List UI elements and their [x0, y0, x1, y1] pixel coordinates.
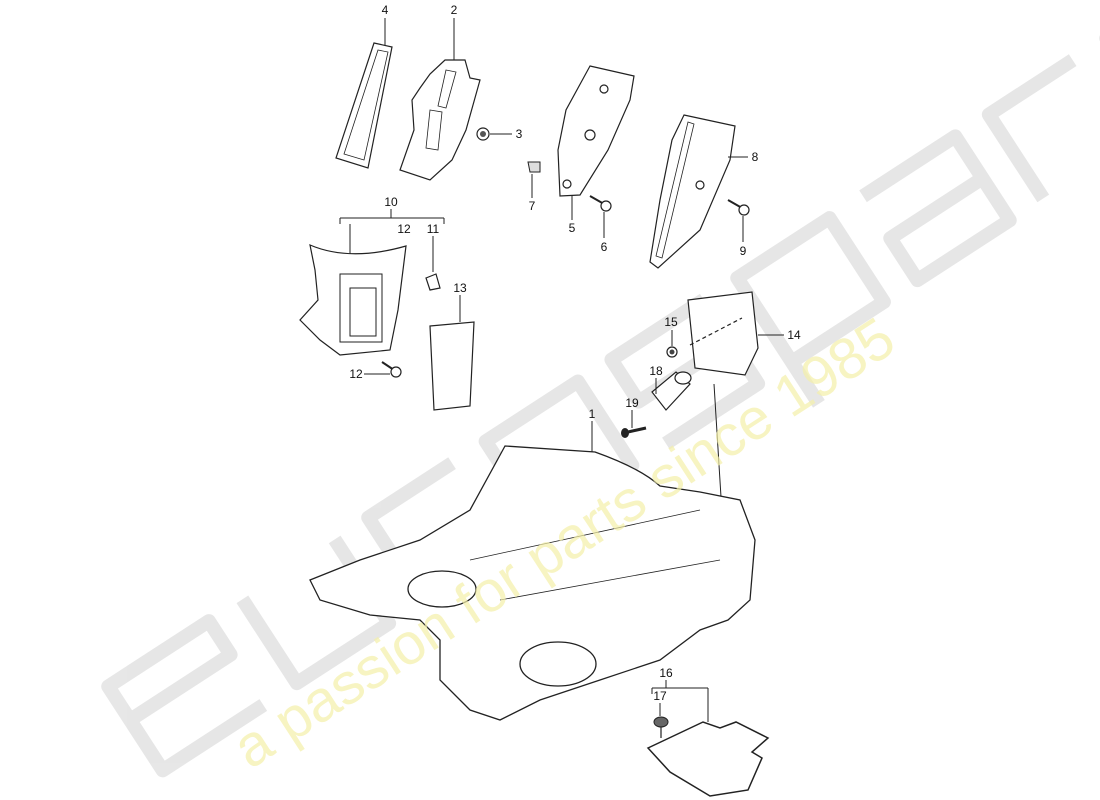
part-1-floor-carpet[interactable]	[309, 445, 756, 721]
callout-19: 19	[625, 396, 639, 410]
watermark-tagline: a passion for parts since 1985	[222, 305, 906, 781]
callout-9: 9	[739, 244, 747, 258]
part-17-fastener[interactable]	[653, 716, 669, 738]
group-16-bracket	[651, 680, 709, 722]
callout-3: 3	[515, 127, 523, 141]
part-18-bushing[interactable]	[651, 371, 692, 411]
part-7-clip[interactable]	[527, 161, 541, 173]
part-5-pillar-bracket[interactable]	[557, 65, 635, 197]
callout-12a: 12	[397, 222, 411, 236]
part-12-lower-trim-panel[interactable]	[299, 244, 407, 356]
callout-12b: 12	[349, 367, 363, 381]
part-12-screw[interactable]	[381, 361, 402, 378]
callout-14: 14	[787, 328, 801, 342]
group-10-bracket	[339, 209, 445, 256]
callout-15: 15	[664, 315, 678, 329]
callout-13: 13	[453, 281, 467, 295]
callout-7: 7	[528, 199, 536, 213]
part-15-nut[interactable]	[666, 346, 678, 358]
svg-text:a passion for parts since 1985: a passion for parts since 1985	[222, 305, 906, 781]
part-3-nut[interactable]	[476, 127, 490, 141]
callout-5: 5	[568, 221, 576, 235]
part-9-screw[interactable]	[727, 199, 750, 216]
callout-8: 8	[751, 150, 759, 164]
callout-17: 17	[653, 689, 667, 703]
part-16-floor-mat[interactable]	[646, 721, 770, 797]
callout-18: 18	[649, 364, 663, 378]
part-2-bracket-panel[interactable]	[399, 59, 481, 181]
part-14-side-trim[interactable]	[687, 291, 759, 376]
callout-10: 10	[384, 195, 398, 209]
part-6-screw[interactable]	[589, 195, 612, 212]
callout-16: 16	[659, 666, 673, 680]
part-19-bolt[interactable]	[621, 426, 647, 438]
callout-6: 6	[600, 240, 608, 254]
part-13-pad[interactable]	[429, 321, 475, 411]
callout-11: 11	[426, 222, 440, 236]
callout-1: 1	[588, 407, 596, 421]
callout-4: 4	[381, 3, 389, 17]
part-11-clip[interactable]	[425, 273, 441, 291]
part-4-trim-strip[interactable]	[335, 42, 393, 169]
callout-2: 2	[450, 3, 458, 17]
part-8-trim-panel[interactable]	[649, 114, 736, 269]
